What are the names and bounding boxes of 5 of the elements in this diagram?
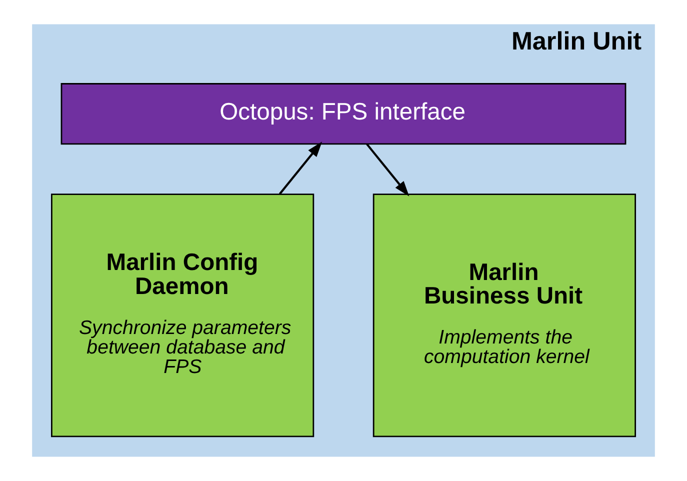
arrow <box>366 143 410 196</box>
node-box: Marlin Business Unit Implements the computation kernel <box>372 194 636 438</box>
arrow <box>278 142 322 195</box>
node-box: Marlin Config Daemon Synchronize parameters between database and FPS <box>50 194 314 438</box>
node-box: Octopus: FPS interface <box>60 83 626 145</box>
